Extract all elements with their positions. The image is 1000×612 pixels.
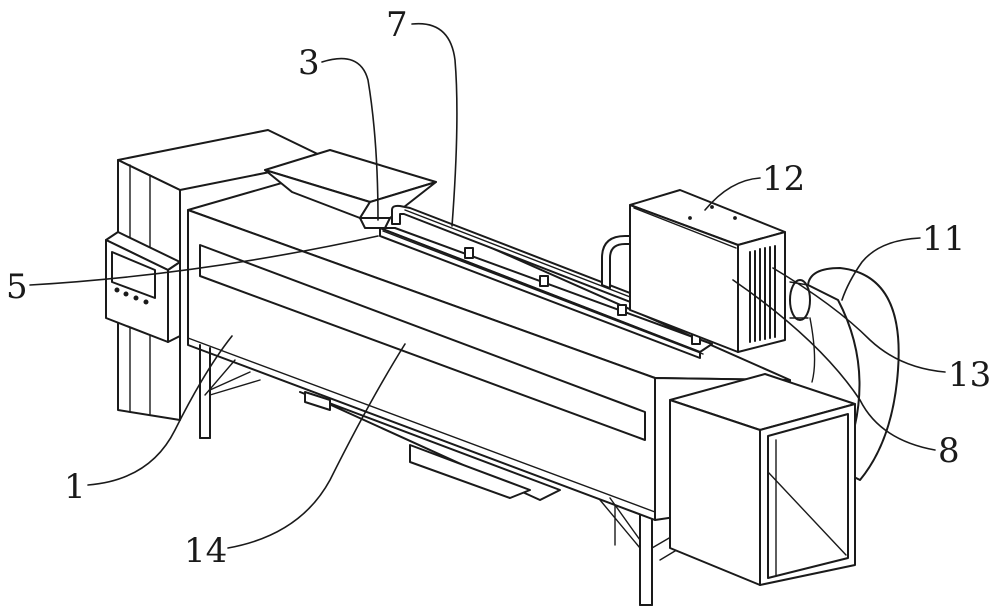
callout-7: 7 [386, 5, 408, 45]
leader-7 [411, 22, 458, 227]
callout-1: 1 [64, 467, 86, 507]
observation-window [199, 244, 646, 441]
callout-3: 3 [298, 43, 320, 83]
callout-13: 13 [948, 355, 991, 395]
callout-8: 8 [938, 431, 960, 471]
leader-5 [29, 235, 379, 286]
fan-duct [789, 267, 900, 481]
leader-lines [29, 22, 946, 549]
leader-14 [227, 343, 406, 549]
panel-button [143, 299, 149, 305]
control-panel [105, 231, 181, 343]
leader-3 [321, 57, 379, 221]
feed-hopper [264, 149, 437, 229]
callout-12: 12 [762, 159, 805, 199]
panel-button [123, 291, 129, 297]
outlet-chute [669, 373, 856, 586]
callout-labels: 1 3 5 7 8 11 12 13 14 [6, 5, 991, 571]
leader-13 [772, 267, 946, 373]
callout-14: 14 [184, 531, 227, 571]
leader-1 [87, 335, 233, 486]
leader-12 [704, 177, 761, 211]
leader-11 [841, 237, 921, 301]
pipe-clamp [539, 275, 549, 287]
display-screen [111, 251, 156, 299]
pipe-clamp [464, 247, 474, 259]
callout-11: 11 [922, 219, 965, 259]
panel-button [133, 295, 139, 301]
spray-bar [379, 227, 713, 359]
panel-button [114, 287, 120, 293]
pipe-assembly [391, 204, 701, 345]
bottom-frame [199, 344, 711, 606]
heater-box [629, 189, 786, 353]
leader-8 [732, 279, 936, 451]
pipe-clamp [617, 304, 627, 316]
chute-opening [767, 413, 849, 579]
fan-outlet [789, 279, 811, 321]
callout-5: 5 [6, 267, 28, 307]
